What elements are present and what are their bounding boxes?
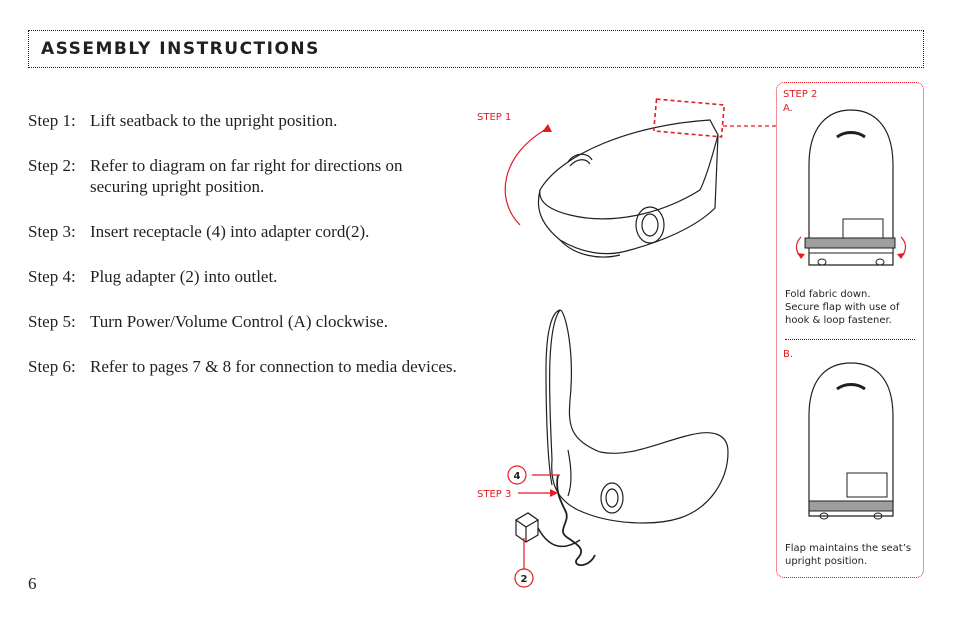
section-title: ASSEMBLY INSTRUCTIONS <box>41 39 320 59</box>
step-2b-caption: Flap maintains the seat’s upright positi… <box>785 542 911 568</box>
step-1: Step 1: Lift seatback to the upright pos… <box>28 110 508 131</box>
caption-line: hook & loop fastener. <box>785 315 892 326</box>
step-2: Step 2: Refer to diagram on far right fo… <box>28 155 508 197</box>
lift-arrow-icon <box>504 127 549 226</box>
adapter-cable <box>537 527 581 548</box>
step-label: Step 3: <box>28 222 76 241</box>
step-text: Insert receptacle (4) into adapter cord(… <box>90 222 370 241</box>
step-label: Step 5: <box>28 312 76 331</box>
upright-chair-illustration <box>545 309 729 524</box>
step-text: Refer to pages 7 & 8 for connection to m… <box>90 357 457 376</box>
step-3: Step 3: Insert receptacle (4) into adapt… <box>28 221 508 242</box>
caption-line: Fold fabric down. <box>785 289 871 300</box>
panel-divider <box>785 339 915 340</box>
step-2-panel: STEP 2 A. Fold fabric down. Secure flap … <box>776 82 924 578</box>
step-3-label: STEP 3 <box>477 489 511 500</box>
step-text: Turn Power/Volume Control (A) clockwise. <box>90 312 388 331</box>
callout-2-marker <box>514 568 534 588</box>
step-6: Step 6: Refer to pages 7 & 8 for connect… <box>28 356 508 377</box>
callout-4-number: 4 <box>514 471 521 482</box>
adapter-cord <box>556 474 596 567</box>
step-2-label: STEP 2 <box>783 89 818 100</box>
page-number: 6 <box>28 574 37 593</box>
arrowhead-icon <box>542 124 552 132</box>
step-2a-caption: Fold fabric down. Secure flap with use o… <box>785 288 899 327</box>
flap-highlight <box>652 98 726 138</box>
callout-4-marker <box>507 465 527 485</box>
step-2a-label: A. <box>783 103 793 114</box>
folded-chair-illustration <box>537 119 719 258</box>
step-label: Step 4: <box>28 267 76 286</box>
caption-line: upright position. <box>785 556 868 567</box>
assembly-diagram: STEP 1 4 STEP 3 2 <box>477 98 776 588</box>
section-header: ASSEMBLY INSTRUCTIONS <box>28 30 924 68</box>
arrowhead-icon <box>550 489 558 497</box>
step-2b-label: B. <box>783 349 794 360</box>
step-1-label: STEP 1 <box>477 112 511 123</box>
steps-list: Step 1: Lift seatback to the upright pos… <box>28 110 508 401</box>
chair-back-illustration-b <box>808 362 894 520</box>
step-text: Refer to diagram on far right for direct… <box>90 156 403 196</box>
chair-back-illustration-a <box>795 109 907 266</box>
power-adapter-illustration <box>514 512 540 543</box>
step-label: Step 2: <box>28 156 76 175</box>
caption-line: Secure flap with use of <box>785 302 900 313</box>
step-text: Lift seatback to the upright position. <box>90 111 338 130</box>
step-label: Step 6: <box>28 357 76 376</box>
step-text: Plug adapter (2) into outlet. <box>90 267 278 286</box>
step-5: Step 5: Turn Power/Volume Control (A) cl… <box>28 311 508 332</box>
caption-line: Flap maintains the seat’s <box>785 543 912 554</box>
callout-2-number: 2 <box>521 574 528 585</box>
step-label: Step 1: <box>28 111 76 130</box>
step-4: Step 4: Plug adapter (2) into outlet. <box>28 266 508 287</box>
